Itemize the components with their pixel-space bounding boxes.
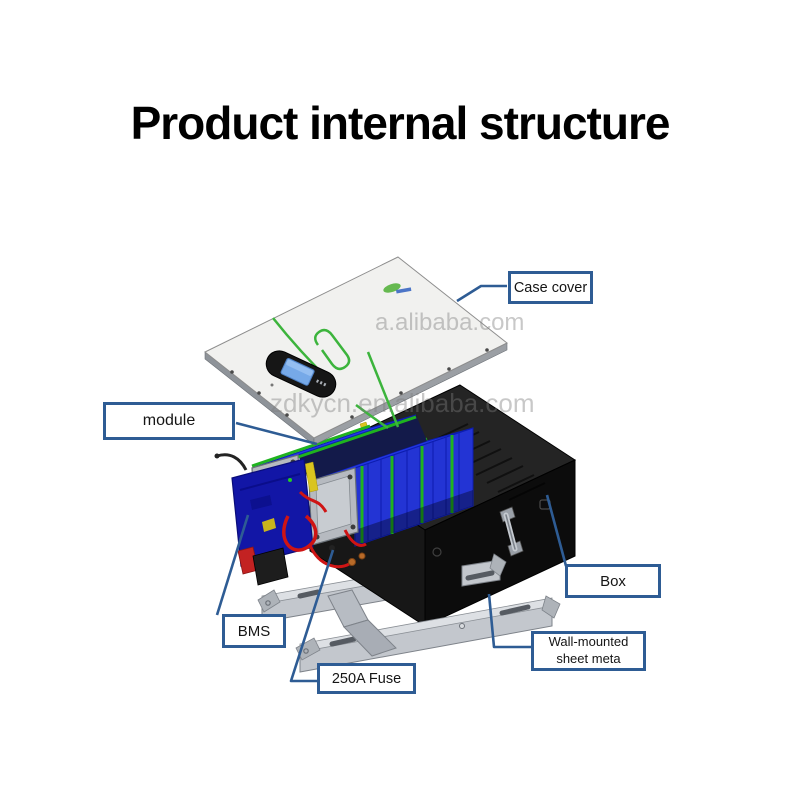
display-module xyxy=(265,350,337,398)
callout-wall-mount-line1: Wall-mounted xyxy=(548,634,629,650)
leader-module xyxy=(235,421,318,446)
watermark-main: zdkycn.en.alibaba.com xyxy=(270,388,534,418)
bms-board xyxy=(214,453,314,586)
leader-wall-mount xyxy=(487,593,531,649)
leader-lines xyxy=(215,284,568,683)
box-handle xyxy=(499,506,524,557)
brand-logo xyxy=(383,283,412,294)
battery-module-rear xyxy=(308,427,474,547)
cell-divider-lines xyxy=(367,433,460,541)
callout-module: module xyxy=(103,402,235,440)
cell-straps xyxy=(360,435,454,543)
leader-box xyxy=(545,494,568,567)
callout-fuse: 250A Fuse xyxy=(317,663,416,694)
wall-bracket-rear-rail-end xyxy=(461,553,507,587)
callout-box-label: Box xyxy=(600,572,626,590)
leader-case-cover xyxy=(456,284,507,303)
leader-bms xyxy=(215,514,250,616)
leader-fuse xyxy=(289,549,335,683)
callout-wall-mount: Wall-mounted sheet meta xyxy=(531,631,646,671)
callout-wall-mount-line2: sheet meta xyxy=(556,651,621,666)
callout-module-label: module xyxy=(142,412,196,429)
callout-case-cover: Case cover xyxy=(508,271,593,304)
callout-bms: BMS xyxy=(222,614,286,648)
page-title: Product internal structure xyxy=(130,97,671,149)
callout-bms-label: BMS xyxy=(237,622,271,640)
panel-screws xyxy=(230,348,489,419)
callout-case-cover-label: Case cover xyxy=(513,279,588,296)
callout-fuse-label: 250A Fuse xyxy=(331,670,402,687)
wall-bracket-crossbar xyxy=(327,589,397,657)
watermark-upper: a.alibaba.com xyxy=(375,309,524,336)
callout-box: Box xyxy=(565,564,661,598)
